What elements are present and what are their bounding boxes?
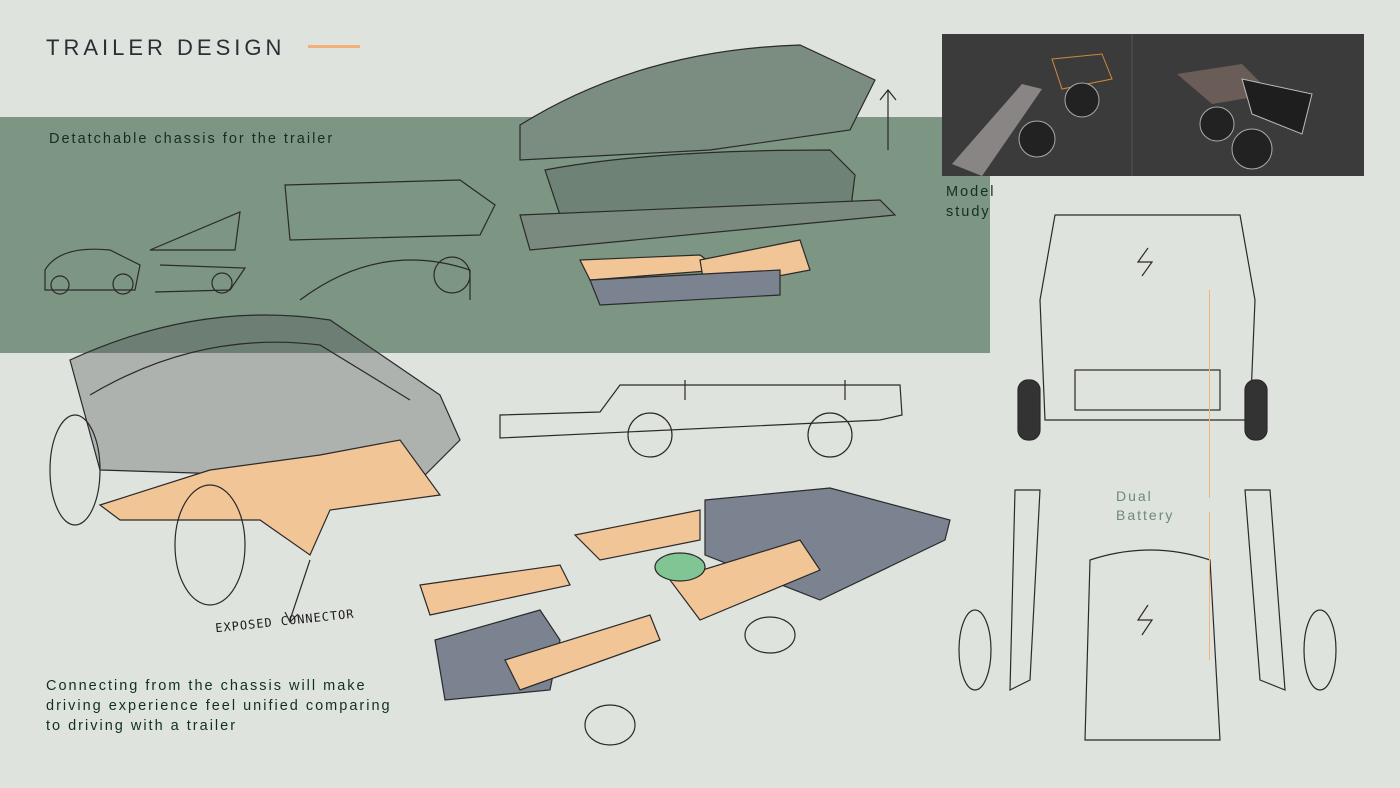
sketch-exploded-chassis: [419, 487, 951, 746]
dual-label-line1: Dual: [1116, 488, 1153, 504]
sketch-top-view: [958, 489, 1337, 741]
body-text-line1: Connecting from the chassis will make: [46, 678, 367, 694]
sketch-trailer-frame: [149, 211, 247, 294]
body-text-line3: to driving with a trailer: [46, 718, 238, 734]
sketch-side-profile: [499, 380, 903, 458]
sketch-car-small: [44, 248, 141, 295]
page-title: TRAILER DESIGN: [46, 35, 286, 60]
sketch-exploded-trailer: [519, 44, 897, 306]
sketch-car-with-trailer: [49, 314, 461, 624]
body-text: Connecting from the chassis will make dr…: [46, 676, 392, 736]
title-accent-rule: [308, 45, 360, 48]
body-text-line2: driving experience feel unified comparin…: [46, 698, 392, 714]
model-render-image: [952, 34, 1313, 176]
battery-leader-line-top: [1209, 290, 1210, 498]
band-caption: Detatchable chassis for the trailer: [49, 131, 335, 147]
model-label-line2: study: [946, 204, 991, 220]
model-study-label: Model study: [946, 182, 996, 222]
dual-battery-label: Dual Battery: [1116, 487, 1174, 525]
dual-label-line2: Battery: [1116, 507, 1175, 523]
model-study-render: [942, 34, 1364, 176]
battery-leader-line-bottom: [1209, 512, 1210, 660]
sketch-front-view: [1017, 214, 1268, 441]
model-label-line1: Model: [946, 184, 996, 200]
sketch-trailer-shell: [284, 179, 496, 301]
